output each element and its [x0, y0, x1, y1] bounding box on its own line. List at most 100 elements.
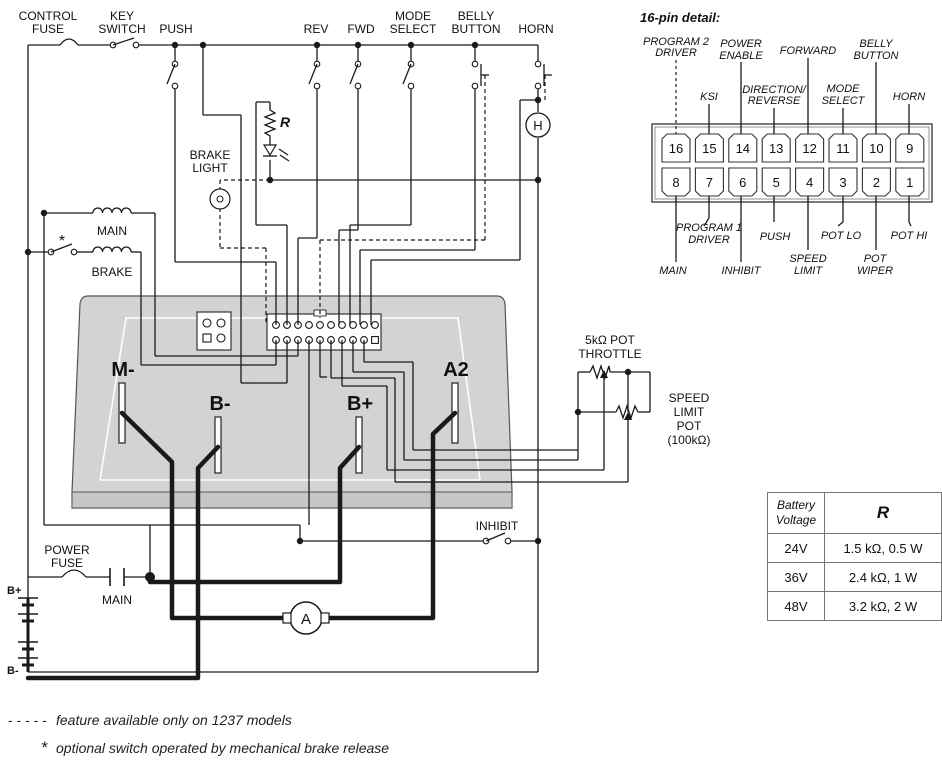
b-minus-label: B- [209, 393, 230, 415]
push-label: PUSH [159, 22, 192, 36]
svg-text:DIRECTION/REVERSE: DIRECTION/REVERSE [742, 84, 807, 107]
power-wiring [25, 410, 458, 681]
legend-asterisk-text: optional switch operated by mechanical b… [56, 740, 390, 756]
legend-asterisk-symbol: * [41, 738, 48, 757]
svg-text:A: A [301, 611, 311, 628]
pin-cell: 4 [795, 167, 825, 197]
inhibit-label: INHIBIT [476, 519, 519, 533]
legend-dashed: - - - - - feature available only on 1237 … [8, 712, 292, 728]
pin-number: 12 [802, 141, 816, 156]
pin-detail-top-leaders [675, 58, 910, 134]
speed-limit-pot [615, 403, 639, 425]
four-pin-connector [196, 311, 232, 351]
brake-light-symbol [209, 188, 231, 210]
legend-dashed-text: feature available only on 1237 models [56, 712, 292, 728]
pin-number: 2 [873, 175, 880, 190]
svg-text:INHIBIT: INHIBIT [721, 265, 761, 277]
motor-symbol: A [282, 601, 330, 635]
mode-select-switch [402, 60, 415, 90]
connector-pin [371, 321, 379, 329]
pin-cell: 15 [694, 133, 724, 163]
brake-release-switch [47, 243, 78, 256]
svg-text:MAIN: MAIN [659, 265, 687, 277]
pin-number: 7 [706, 175, 713, 190]
dashed-feature-wiring [219, 75, 546, 325]
svg-text:POT LO: POT LO [821, 230, 862, 242]
pin-number: 1 [906, 175, 913, 190]
push-switch [166, 60, 179, 90]
pin-number: 5 [773, 175, 780, 190]
table-header-r: R [824, 492, 942, 534]
pin-cell: 2 [861, 167, 891, 197]
resistor-symbol: R [263, 102, 291, 138]
legend-dashed-symbol: - - - - - [8, 712, 47, 728]
battery-plus-label: B+ [7, 585, 21, 597]
horn-symbol: H [525, 112, 551, 138]
connector-pin [316, 321, 324, 329]
rev-switch [308, 60, 321, 90]
pin-cell: 14 [728, 133, 758, 163]
pin-number: 4 [806, 175, 813, 190]
resistor-label: R [280, 114, 291, 130]
connector-pin [360, 321, 368, 329]
pin-cell: 9 [895, 133, 925, 163]
fwd-switch [349, 60, 362, 90]
battery-symbol [18, 597, 38, 667]
pin-cell: 5 [761, 167, 791, 197]
led-symbol [262, 144, 290, 162]
junction-dots [24, 41, 632, 582]
brake-coil-label: BRAKE [92, 265, 133, 279]
rev-label: REV [304, 22, 329, 36]
svg-text:FORWARD: FORWARD [780, 45, 836, 57]
pin-number: 6 [739, 175, 746, 190]
pin-cell: 16 [661, 133, 691, 163]
fwd-label: FWD [347, 22, 375, 36]
a2-label: A2 [443, 359, 469, 381]
main-coil [92, 207, 132, 214]
main-contactor [109, 568, 125, 586]
controller-body [71, 295, 513, 509]
legend-asterisk: * optional switch operated by mechanical … [8, 738, 389, 758]
pin-detail-bottom-leaders [675, 196, 912, 262]
svg-text:KSI: KSI [700, 91, 718, 103]
pin-number: 8 [672, 175, 679, 190]
pin-number: 11 [836, 141, 850, 156]
key-switch [109, 37, 140, 49]
main-coil-label: MAIN [97, 224, 127, 238]
throttle-pot [589, 363, 611, 385]
connector-pin [371, 336, 379, 344]
inhibit-switch [482, 532, 512, 545]
pin-cell: 10 [861, 133, 891, 163]
battery-minus-label: B- [7, 665, 19, 677]
pin-cell: 11 [828, 133, 858, 163]
pin-cell: 13 [761, 133, 791, 163]
svg-text:POT HI: POT HI [891, 230, 928, 242]
brake-coil [92, 246, 132, 253]
pin-number: 14 [736, 141, 750, 156]
connector-pin [305, 321, 313, 329]
b-plus-label: B+ [347, 393, 373, 415]
pin-cell: 8 [661, 167, 691, 197]
belly-button-switch [471, 60, 489, 90]
switches [47, 37, 552, 545]
